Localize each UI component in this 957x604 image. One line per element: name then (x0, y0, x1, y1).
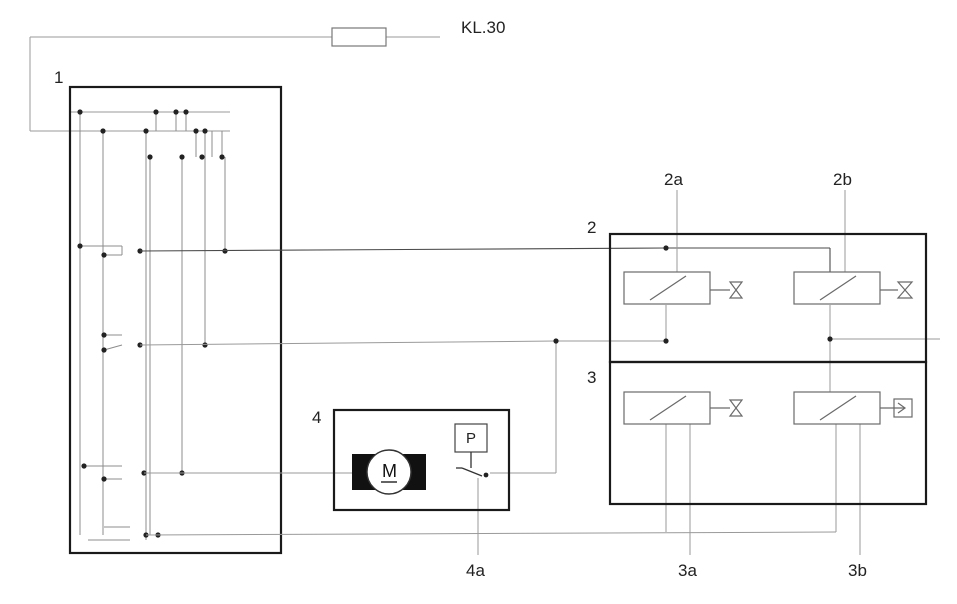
pressure-switch-letter: P (466, 430, 477, 447)
valve-2b-label: 2b (833, 170, 852, 189)
pressure-switch-contact (456, 452, 483, 477)
unit-4-label: 4 (312, 408, 322, 427)
unit-2-label: 2 (587, 218, 597, 237)
valve-3a-label: 3a (678, 561, 697, 580)
control-unit-1-junctions (77, 109, 228, 538)
valve-2a-label: 2a (664, 170, 683, 189)
output-wiring (139, 247, 831, 272)
output-wiring-junctions (483, 245, 833, 478)
motor-letter: M (382, 461, 397, 481)
solenoid-valve-2b (793, 271, 914, 305)
unit-3-label: 3 (587, 368, 597, 387)
pump-unit-4-box (332, 408, 511, 512)
control-unit-1-box (68, 85, 283, 555)
control-unit-1-internal-wiring (79, 112, 226, 541)
supply-wiring (29, 36, 440, 132)
solenoid-valve-2a (623, 271, 744, 305)
pressure-4a-label: 4a (466, 561, 485, 580)
valve-3b-label: 3b (848, 561, 867, 580)
valve-block-3-box (608, 360, 928, 506)
unit-1-label: 1 (54, 68, 64, 87)
solenoid-valve-3b (793, 391, 913, 425)
fuse-symbol (331, 27, 387, 47)
motor-symbol (366, 449, 412, 495)
solenoid-valve-3a (623, 391, 744, 425)
signal-wiring (139, 190, 940, 555)
kl30-label: KL.30 (461, 18, 506, 37)
